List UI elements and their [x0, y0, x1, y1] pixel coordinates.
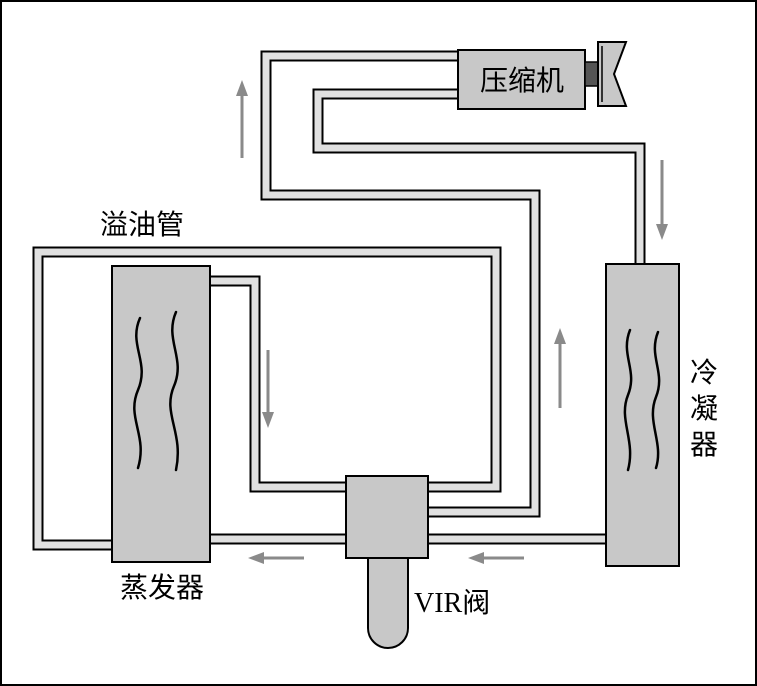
compressor-pulley: [597, 41, 628, 107]
condenser-label-char-3: 器: [690, 430, 718, 461]
condenser-body: [605, 263, 680, 567]
evaporator-body: [111, 265, 211, 563]
valve-bulb: [367, 557, 409, 649]
evaporator-outlet-pipe-inner: [210, 277, 346, 491]
condenser-coil-2: [651, 330, 661, 470]
arrow-down-inner-head: [262, 412, 274, 428]
flow-arrows: [236, 80, 668, 564]
overflow-pipe-inner: [34, 248, 500, 549]
evaporator-coil-1: [133, 316, 143, 470]
condenser-label-char-1: 冷: [690, 357, 718, 389]
discharge-pipe-inner: [262, 52, 539, 516]
compressor-label: 压缩机: [480, 65, 564, 97]
valve-label: VIR阀: [414, 587, 490, 619]
evaporator-label: 蒸发器: [120, 572, 204, 604]
condenser-inlet-pipe-inner: [314, 90, 644, 264]
arrow-left-1-head: [248, 552, 264, 564]
arrow-left-2-head: [468, 552, 484, 564]
condenser-coil-1: [623, 328, 633, 472]
condenser-label-char-2: 凝: [690, 393, 718, 425]
arrow-down-condenser-head: [656, 224, 668, 240]
overflow-pipe-label: 溢油管: [100, 209, 184, 241]
compressor-body: [457, 49, 586, 110]
arrow-up-left-head: [236, 80, 248, 96]
evaporator-coil-2: [169, 310, 179, 472]
valve-body: [345, 475, 429, 559]
arrow-up-right-head: [554, 328, 566, 344]
